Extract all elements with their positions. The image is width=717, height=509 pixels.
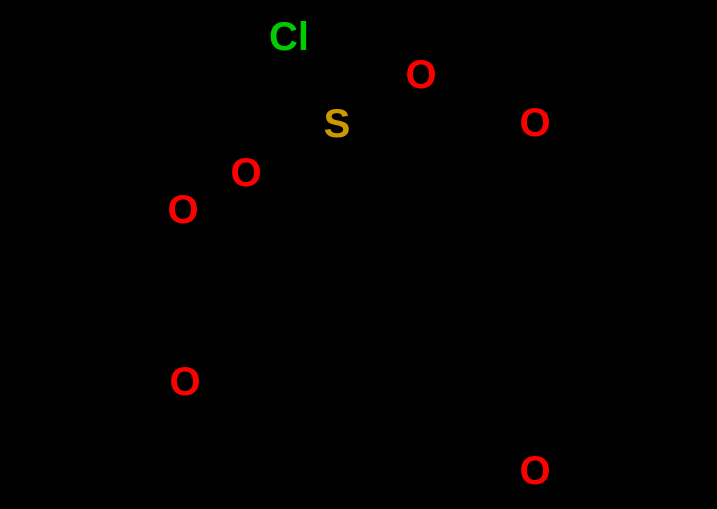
atom-label-sulfur-s1: S [323, 102, 351, 146]
bond-double-line-2 [259, 140, 332, 172]
bond [265, 273, 339, 319]
bond-double-line-1 [468, 156, 543, 202]
bond [401, 273, 476, 319]
atom-label-oxygen-o6: O [519, 449, 551, 493]
bond [107, 391, 173, 433]
atom-label-oxygen-o4: O [167, 188, 199, 232]
atom-label-chlorine-cl1: Cl [269, 15, 309, 59]
atom-label-oxygen-o2: O [519, 101, 551, 145]
bond [197, 273, 271, 373]
bond [97, 196, 171, 233]
bond-double-line-2 [472, 150, 547, 196]
bond-double-line-1 [468, 270, 543, 316]
bond [401, 153, 476, 199]
atom-label-oxygen-o3: O [230, 151, 262, 195]
bond [196, 222, 271, 279]
bond-double-line-2 [351, 86, 409, 118]
bond [547, 83, 603, 115]
bond [286, 55, 325, 115]
bond [470, 131, 523, 159]
atom-label-oxygen-o5: O [169, 360, 201, 404]
atom-label-oxygen-o1: O [405, 53, 437, 97]
bond-double-line-2 [472, 276, 547, 322]
bond [349, 133, 407, 199]
bond-double-line-1 [347, 80, 405, 112]
bond [547, 480, 613, 509]
bond-double-line-1 [261, 146, 334, 178]
bond [333, 273, 407, 319]
